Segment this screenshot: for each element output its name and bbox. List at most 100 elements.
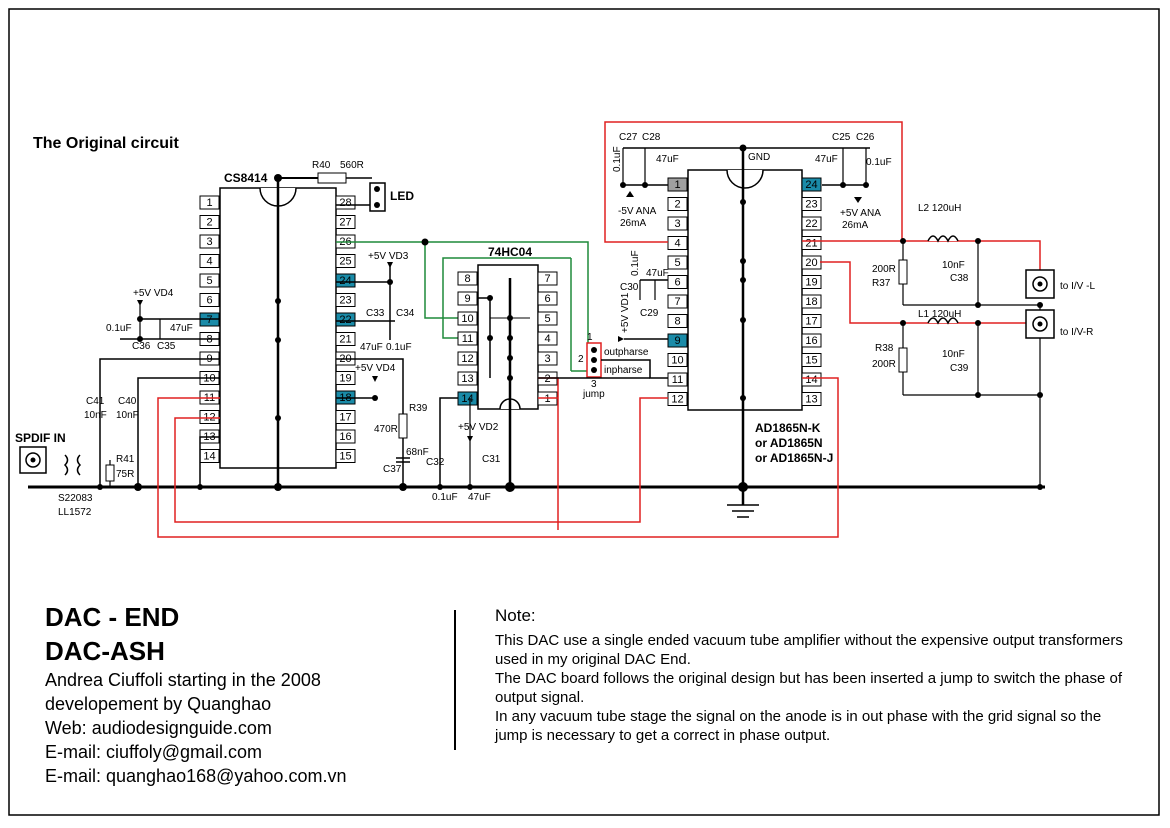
ad1865-pin-17-box (801, 314, 822, 328)
c32-value: 0.1uF (432, 492, 458, 503)
c33-value: 47uF (360, 342, 383, 353)
hc04-pin-14: 14 (461, 393, 473, 405)
c31-value: 47uF (468, 492, 491, 503)
hc04-pin-9: 9 (464, 293, 470, 305)
c38-label: C38 (950, 273, 969, 284)
footer-developer: developement by Quanghao (45, 694, 272, 714)
neg5v-label: -5V ANA (618, 206, 657, 217)
ad1865-pin-15-box (801, 353, 822, 367)
ad1865-pin-16-box (801, 333, 822, 348)
r40-label: R40 (312, 160, 331, 171)
hc04-pin-8-box (457, 271, 478, 286)
ad1865-pin-18-box (801, 294, 822, 309)
spdif-in-label: SPDIF IN (15, 431, 66, 445)
ad1865-pin-12: 12 (671, 394, 683, 406)
hc04-pin-3-box (537, 351, 558, 366)
jump-pin-1: 1 (587, 332, 593, 343)
r40-value: 560R (340, 160, 364, 171)
cs8414-pin-15: 15 (339, 451, 351, 463)
cs8414-pin-17-box (335, 410, 356, 424)
ad1865-pin-3-box (667, 216, 688, 231)
jump-label: jump (582, 389, 605, 400)
hc04-pin-8: 8 (464, 273, 470, 285)
transformer-label-1: S22083 (58, 493, 93, 504)
ad1865-pin-8: 8 (674, 316, 680, 328)
hc04-pin-13: 13 (461, 373, 473, 385)
r40-resistor (317, 172, 347, 184)
c38-value: 10nF (942, 260, 965, 271)
hc04-pin-1: 1 (544, 393, 550, 405)
hc04-pin-7: 7 (544, 273, 550, 285)
hc04-pin-12: 12 (461, 353, 473, 365)
cs8414-pin-24-box (335, 273, 356, 288)
vd1-label: +5V VD1 (620, 292, 631, 333)
ad1865-label-2: or AD1865N (755, 436, 823, 450)
ad1865-pin-22: 22 (805, 218, 817, 230)
vd4-mid-label: +5V VD4 (355, 363, 396, 374)
cs8414-pin-27-box (335, 215, 356, 229)
ad1865-pin-5: 5 (674, 257, 680, 269)
hc04-pin-6: 6 (544, 293, 550, 305)
ad1865-pin-14-box (801, 372, 822, 387)
ad1865-pin-7: 7 (674, 296, 680, 308)
hc04-pin-10-box (457, 311, 478, 326)
cs8414-pin-24: 24 (339, 275, 351, 287)
footer-title-1: DAC - END (45, 602, 180, 632)
c40-value: 10nF (116, 410, 139, 421)
ad1865-pin-6: 6 (674, 277, 680, 289)
ad1865-pin-20: 20 (805, 257, 817, 269)
c35-value: 47uF (170, 323, 193, 334)
cs8414-pin-6-box (199, 293, 220, 307)
c41-value: 10nF (84, 410, 107, 421)
ad1865-pin-2: 2 (674, 199, 680, 211)
hc04-pin-5: 5 (544, 313, 550, 325)
ad1865-pin-11-box (667, 372, 688, 387)
cs8414-pin-14: 14 (203, 451, 215, 463)
hc04-pin-2: 2 (544, 373, 550, 385)
footer-author: Andrea Ciuffoli starting in the 2008 (45, 670, 321, 690)
hc04-pin-10: 10 (461, 313, 473, 325)
ad1865-pin-22-box (801, 216, 822, 231)
c32-label: C32 (426, 457, 445, 468)
ad1865-pin-14: 14 (805, 374, 817, 386)
page-title: The Original circuit (33, 135, 179, 152)
hc04-label: 74HC04 (488, 245, 532, 259)
pos5v-current: 26mA (842, 220, 868, 231)
inpharse-label: inpharse (604, 365, 643, 376)
ad1865-pin-13-box (801, 392, 822, 406)
cs8414-pin-22-box (335, 312, 356, 327)
hc04-pin-11-box (457, 331, 478, 346)
r37-label: R37 (872, 278, 891, 289)
ad1865-pin-13: 13 (805, 394, 817, 406)
footer-title-2: DAC-ASH (45, 636, 165, 666)
r39-value: 470R (374, 424, 398, 435)
vd4-top-label: +5V VD4 (133, 288, 174, 299)
ad1865-pin-19-box (801, 275, 822, 289)
cs8414-pin-22: 22 (339, 314, 351, 326)
cs8414-pin-16-box (335, 429, 356, 444)
note-title: Note: (495, 606, 536, 625)
cs8414-pin-17: 17 (339, 412, 351, 424)
cs8414-pin-21-box (335, 332, 356, 346)
footer-divider (454, 610, 456, 750)
c40-label: C40 (118, 396, 137, 407)
cs8414-pin-28: 28 (339, 197, 351, 209)
hc04-pin-12-box (457, 351, 478, 366)
hc04-pin-4-box (537, 331, 558, 346)
vd3-label: +5V VD3 (368, 251, 409, 262)
ad1865-pin-9-box (667, 333, 688, 348)
ad1865-pin-21-box (801, 236, 822, 250)
r37-value: 200R (872, 264, 896, 275)
ad1865-pin-15: 15 (805, 355, 817, 367)
note-paragraph-2: The DAC board follows the original desig… (495, 670, 1123, 706)
c41-label: C41 (86, 396, 105, 407)
led-label: LED (390, 189, 414, 203)
hc04-pin-9-box (457, 291, 478, 306)
hc04-pin-5-box (537, 311, 558, 326)
ad1865-pin-8-box (667, 314, 688, 328)
footer-web: Web: audiodesignguide.com (45, 718, 272, 738)
c27-label: C27 (619, 132, 638, 143)
footer-email-1: E-mail: ciuffoly@gmail.com (45, 742, 262, 762)
